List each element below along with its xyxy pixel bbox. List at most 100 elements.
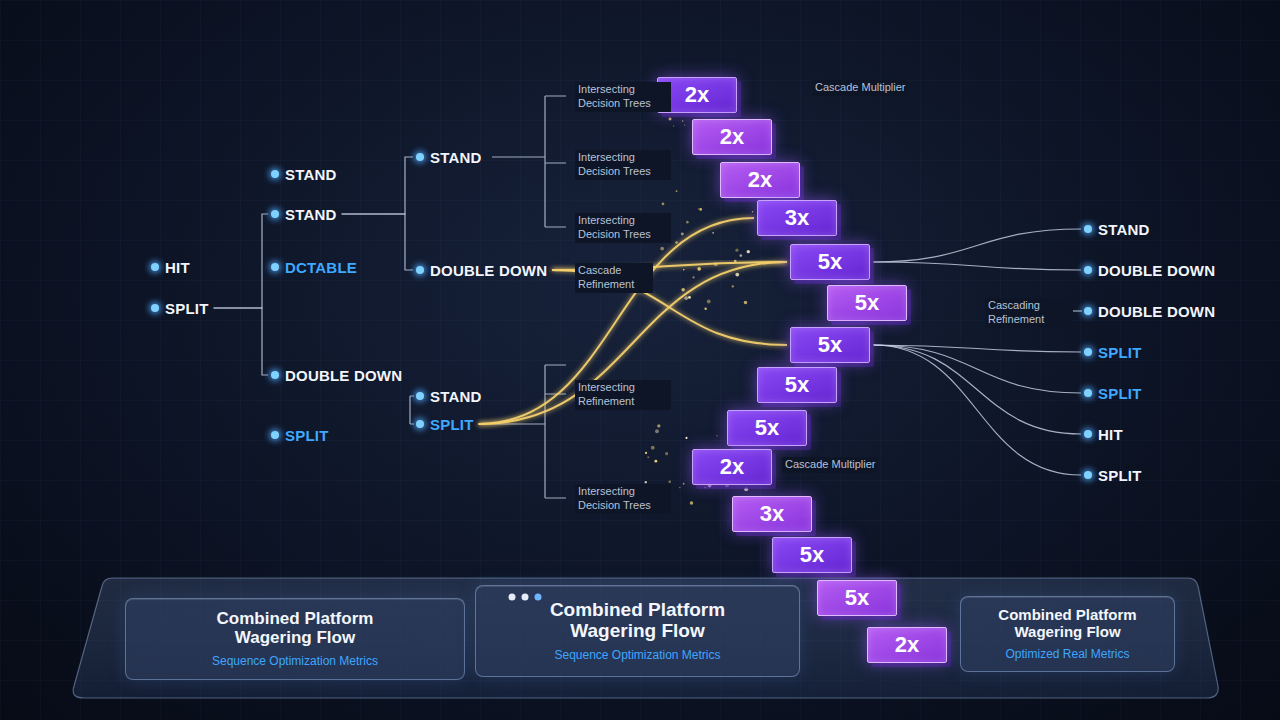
sparkle: [657, 424, 660, 427]
multiplier-box: 5x: [790, 327, 870, 363]
node-dot: [416, 266, 424, 274]
node-label: STAND: [285, 206, 337, 223]
node-dot: [271, 170, 279, 178]
decision-node: STAND: [271, 164, 339, 185]
sparkle: [740, 254, 743, 257]
sparkle: [669, 481, 671, 483]
node-dot: [1084, 430, 1092, 438]
cascade-flow: [479, 262, 787, 424]
annotation-label: Cascading Refinement: [985, 298, 1073, 328]
metric-card: Combined Platform Wagering FlowOptimized…: [960, 596, 1175, 672]
decision-node: STAND: [271, 204, 339, 225]
node-label: SPLIT: [1098, 344, 1142, 361]
sparkle: [697, 267, 701, 271]
node-label: SPLIT: [1098, 385, 1142, 402]
decision-node: HIT: [1084, 424, 1125, 445]
node-dot: [271, 210, 279, 218]
node-dot: [271, 263, 279, 271]
tree-branch: [214, 308, 268, 375]
sparkle: [688, 296, 691, 299]
sparkle: [682, 120, 683, 121]
decision-node: DCTABLE: [271, 257, 359, 278]
outcome-line: [873, 345, 1081, 475]
card-subtitle: Sequence Optimization Metrics: [554, 648, 720, 662]
sparkle: [735, 249, 738, 252]
sparkle: [752, 211, 754, 213]
sparkle: [704, 308, 706, 310]
node-dot: [151, 263, 159, 271]
decision-node: DOUBLE DOWN: [271, 365, 404, 386]
sparkle: [732, 285, 734, 287]
sparkle: [651, 446, 655, 450]
multiplier-box: 5x: [727, 410, 807, 446]
annotation-label: Intersecting Decision Trees: [575, 484, 671, 514]
node-dot: [271, 371, 279, 379]
decision-node: DOUBLE DOWN: [1084, 301, 1217, 322]
sparkle: [686, 221, 689, 224]
multiplier-value: 2x: [685, 82, 709, 108]
decision-node: HIT: [151, 257, 192, 278]
node-dot: [1084, 348, 1092, 356]
node-dot: [1084, 266, 1092, 274]
sparkle: [684, 125, 685, 126]
multiplier-box: 5x: [817, 580, 897, 616]
decision-node: DOUBLE DOWN: [416, 260, 549, 281]
card-subtitle: Sequence Optimization Metrics: [212, 654, 378, 668]
decision-node: SPLIT: [271, 425, 331, 446]
card-title: Combined Platform Wagering Flow: [523, 600, 753, 642]
cascade-flow: [479, 218, 754, 424]
decision-node: SPLIT: [416, 414, 476, 435]
outcome-line: [873, 345, 1081, 434]
sparkle: [673, 125, 675, 127]
sparkle: [712, 232, 714, 234]
card-title: Combined Platform Wagering Flow: [180, 610, 410, 647]
node-dot: [271, 431, 279, 439]
tree-branch: [214, 214, 268, 308]
node-label: DCTABLE: [285, 259, 357, 276]
annotation-label: Cascade Multiplier: [782, 457, 878, 473]
multiplier-value: 5x: [755, 415, 779, 441]
multiplier-box: 2x: [720, 162, 800, 198]
multiplier-box: 3x: [757, 200, 837, 236]
sparkle: [654, 460, 657, 463]
decision-node: SPLIT: [1084, 465, 1144, 486]
metric-card: Combined Platform Wagering FlowSequence …: [125, 598, 465, 680]
node-label: STAND: [430, 388, 482, 405]
sparkle: [665, 452, 668, 455]
sparkle: [683, 483, 685, 485]
sparkle: [647, 456, 649, 458]
sparkle: [660, 247, 664, 251]
multiplier-box: 3x: [732, 496, 812, 532]
node-label: SPLIT: [285, 427, 329, 444]
decision-node: DOUBLE DOWN: [1084, 260, 1217, 281]
card-subtitle: Optimized Real Metrics: [1005, 647, 1129, 661]
node-label: STAND: [430, 149, 482, 166]
node-dot: [1084, 307, 1092, 315]
sparkle: [669, 118, 672, 121]
sparkle: [685, 437, 687, 439]
sparkle: [744, 487, 748, 491]
decision-node: SPLIT: [1084, 383, 1144, 404]
annotation-label: Intersecting Decision Trees: [575, 150, 671, 180]
multiplier-box: 5x: [772, 537, 852, 573]
sparkle: [681, 288, 685, 292]
multiplier-box: 5x: [757, 367, 837, 403]
sparkle: [645, 481, 647, 483]
node-label: STAND: [285, 166, 337, 183]
multiplier-value: 5x: [845, 585, 869, 611]
multiplier-value: 3x: [785, 205, 809, 231]
multiplier-box: 5x: [790, 244, 870, 280]
node-label: HIT: [165, 259, 190, 276]
decision-node: SPLIT: [151, 298, 211, 319]
sparkle: [679, 487, 680, 488]
node-dot: [416, 420, 424, 428]
node-dot: [416, 153, 424, 161]
sparkle: [675, 241, 678, 244]
multiplier-value: 2x: [895, 632, 919, 658]
tree-branch: [342, 157, 413, 214]
node-label: STAND: [1098, 221, 1150, 238]
card-title: Combined Platform Wagering Flow: [973, 607, 1162, 640]
sparkle: [683, 269, 684, 270]
multiplier-value: 3x: [760, 501, 784, 527]
